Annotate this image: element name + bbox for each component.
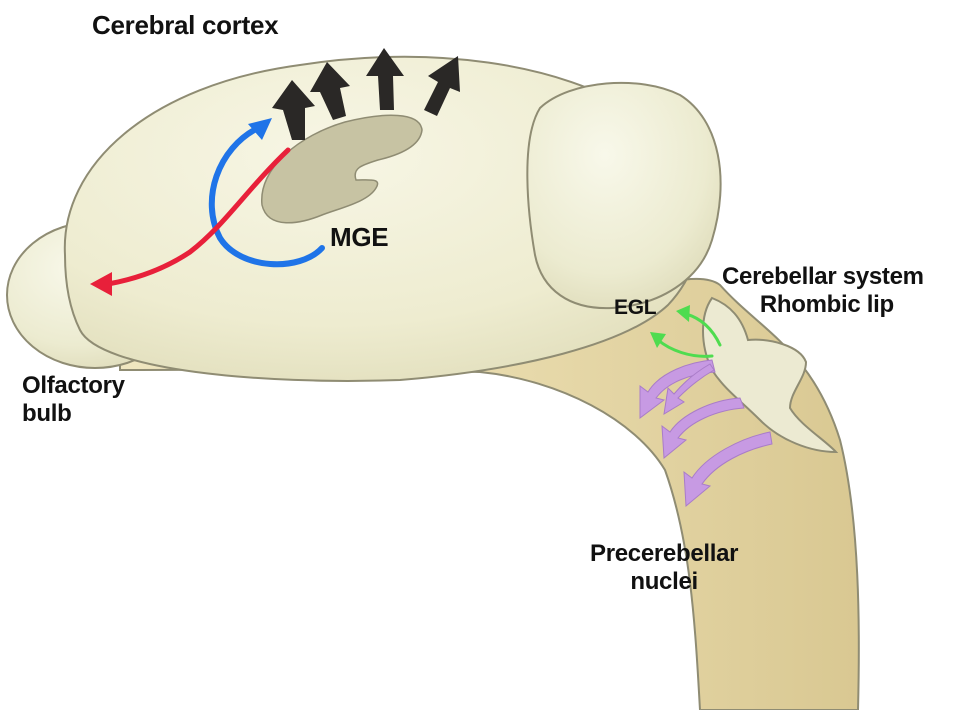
cerebral-cortex-label: Cerebral cortex	[92, 10, 278, 41]
cerebellar-system-label: Cerebellar system Rhombic lip	[722, 263, 924, 320]
egl-label: EGL	[614, 296, 656, 321]
olfactory-bulb-label-line2: bulb	[22, 400, 125, 428]
precerebellar-label-line1: Precerebellar	[590, 540, 738, 568]
olfactory-bulb-label-line1: Olfactory	[22, 372, 125, 400]
cerebellar-system-label-line1: Cerebellar system	[722, 263, 924, 291]
mge-label: MGE	[330, 222, 388, 253]
precerebellar-nuclei-label: Precerebellar nuclei	[590, 540, 738, 597]
midbrain	[527, 83, 720, 308]
olfactory-bulb-label: Olfactory bulb	[22, 372, 125, 429]
rhombic-lip-label: Rhombic lip	[722, 291, 924, 319]
nuclei-label: nuclei	[590, 568, 738, 596]
